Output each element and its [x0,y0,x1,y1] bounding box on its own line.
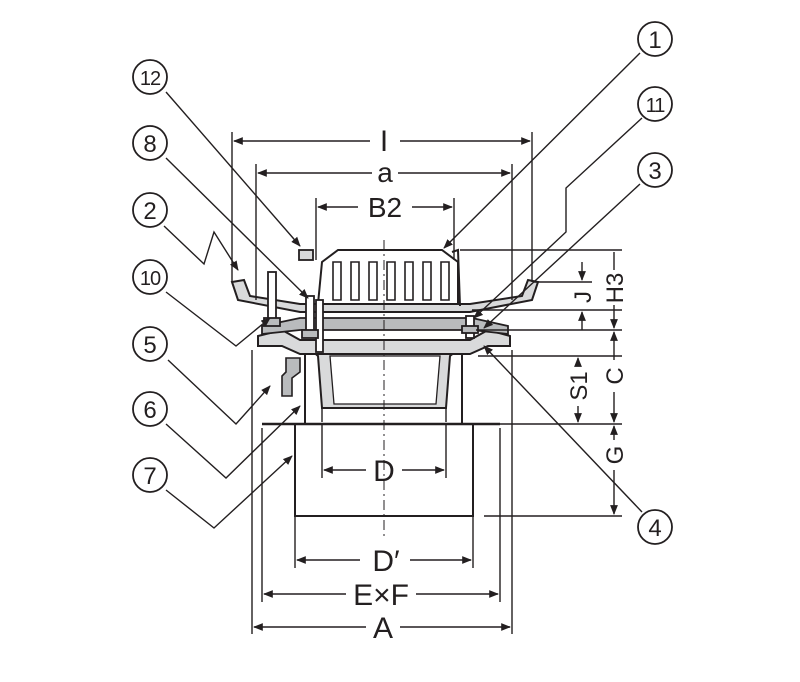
left-bolts [263,249,324,353]
dim-H3: H3 [602,273,629,304]
callout-5: 5 [132,326,168,362]
leader-lines [163,52,643,529]
dim-B2: B2 [368,192,402,223]
dim-a: a [377,157,393,188]
callout-7: 7 [132,457,168,493]
callout-2-label: 2 [143,198,156,225]
dim-ExF: E×F [353,579,409,612]
dim-S1: S1 [566,371,593,400]
drain-body [230,240,540,540]
callout-8-label: 8 [143,131,156,158]
callout-1-label: 1 [648,27,661,54]
dim-D-prime: D′ [372,545,400,578]
callout-7-label: 7 [143,463,156,490]
side-fitting [281,357,301,397]
dim-D: D [373,455,395,488]
strainer-slots [332,261,450,301]
callout-8: 8 [132,125,168,161]
callout-1: 1 [637,21,673,57]
callout-4-label: 4 [648,515,661,542]
dim-A: A [373,612,393,645]
dim-J: J [570,291,597,303]
callout-2: 2 [132,192,168,228]
callout-6: 6 [132,391,168,427]
callout-4: 4 [637,509,673,545]
bowl-inner [329,355,441,405]
outlet-pipe [304,355,463,424]
callout-12-label: 12 [140,68,161,90]
vertical-dimensions [460,249,622,517]
callout-11-label: 11 [646,95,666,117]
horizontal-dimensions [231,132,533,634]
callout-12: 12 [132,59,168,95]
callout-11: 11 [637,86,673,122]
callout-3-label: 3 [648,158,661,185]
callout-10: 10 [132,259,168,295]
dimension-labels: I a B2 D D′ E×F A J H3 S1 C G [353,125,629,645]
dim-C: C [602,367,629,384]
dim-I: I [380,125,388,158]
callout-3: 3 [637,152,673,188]
callout-10-label: 10 [140,268,161,290]
dim-G: G [602,446,629,465]
callout-5-label: 5 [143,332,156,359]
callout-6-label: 6 [143,397,156,424]
